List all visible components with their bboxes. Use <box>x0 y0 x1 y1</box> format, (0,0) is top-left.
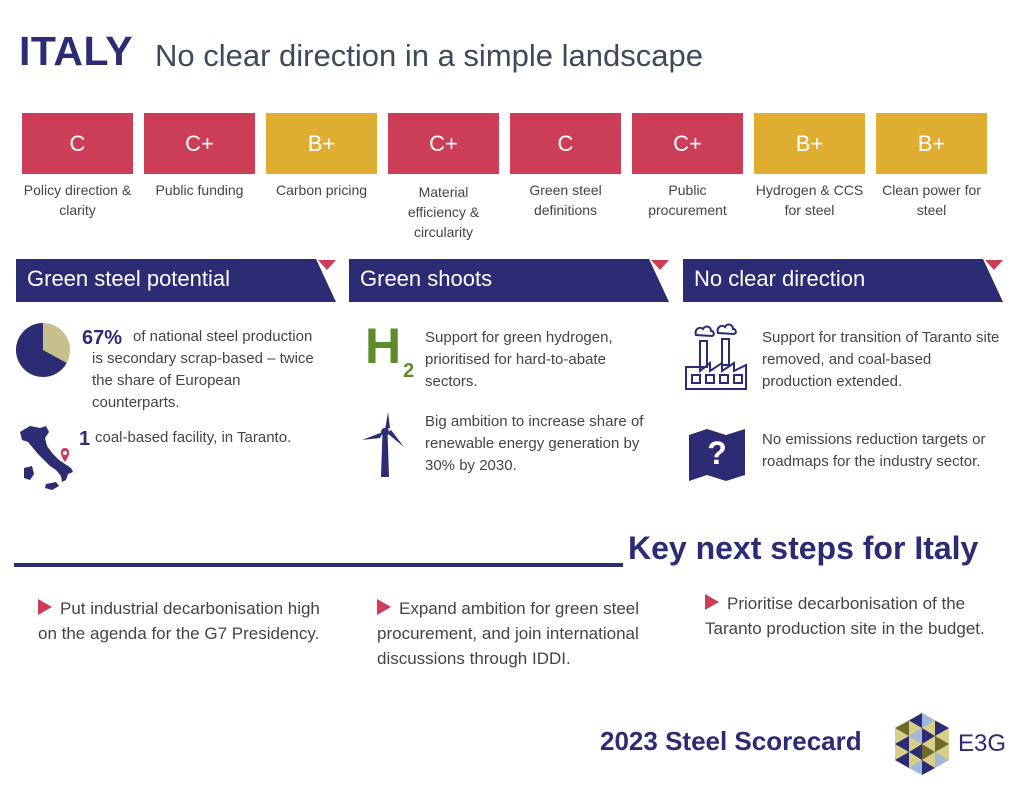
banner-no-clear-direction: No clear direction <box>683 259 1005 302</box>
pie-chart-icon <box>16 323 70 377</box>
no-targets-text: No emissions reduction targets or roadma… <box>762 431 986 470</box>
grade-badge: B+ <box>266 113 377 174</box>
next-step-text: Put industrial decarbonisation high on t… <box>38 599 320 643</box>
wind-turbine-icon <box>362 412 404 477</box>
bullet-triangle-icon <box>38 599 52 615</box>
footer-title: 2023 Steel Scorecard <box>600 726 862 756</box>
country-title: ITALY <box>19 28 134 74</box>
banner-title: Green steel potential <box>27 266 231 291</box>
banner-green-shoots: Green shoots <box>349 259 671 302</box>
grade-carbon-pricing: B+ Carbon pricing <box>266 113 377 200</box>
banner-shape <box>683 259 1003 302</box>
next-step-item: Expand ambition for green steel procurem… <box>377 596 642 671</box>
grade-label: Clean power for steel <box>882 182 981 218</box>
pie-share-slice <box>16 323 67 377</box>
banner-title: No clear direction <box>694 266 866 291</box>
grade-badge: B+ <box>876 113 987 174</box>
grade-label: Hydrogen & CCS for steel <box>755 182 864 218</box>
green-hydrogen-text: Support for green hydrogen, prioritised … <box>425 329 613 390</box>
grade-public-funding: C+ Public funding <box>144 113 255 200</box>
grade-badge: B+ <box>754 113 865 174</box>
grade-label: Material efficiency & circularity <box>407 184 480 240</box>
e3g-logo-icon <box>895 713 949 775</box>
grade-badge: C+ <box>388 113 499 174</box>
page-subtitle: No clear direction in a simple landscape <box>155 38 703 73</box>
bullet-triangle-icon <box>705 594 719 610</box>
grade-green-steel-definitions: C Green steel definitions <box>510 113 621 220</box>
italy-map-icon <box>20 426 73 490</box>
coal-facility-text: coal-based facility, in Taranto. <box>95 429 292 446</box>
banner-title: Green shoots <box>360 266 493 291</box>
banner-shape <box>16 259 336 302</box>
grade-label: Public procurement <box>648 182 727 218</box>
grade-badge: C <box>22 113 133 174</box>
grade-hydrogen-ccs: B+ Hydrogen & CCS for steel <box>754 113 865 220</box>
scrap-share-value: 67% <box>82 327 123 349</box>
banner-green-steel-potential: Green steel potential <box>16 259 338 302</box>
bullet-triangle-icon <box>377 599 391 615</box>
e3g-brand-text: E3G <box>958 730 1007 757</box>
grade-badge: C+ <box>144 113 255 174</box>
scrap-share-text: of national steel production is secondar… <box>92 328 314 411</box>
grade-badge: C+ <box>632 113 743 174</box>
next-step-item: Prioritise decarbonisation of the Tarant… <box>705 591 990 641</box>
factory-icon <box>685 323 747 390</box>
banner-shape <box>349 259 669 302</box>
question-map-shape <box>689 429 745 481</box>
grade-clean-power: B+ Clean power for steel <box>876 113 987 220</box>
hydrogen-subscript: 2 <box>403 360 415 382</box>
grade-public-procurement: C+ Public procurement <box>632 113 743 220</box>
grade-badge: C <box>510 113 621 174</box>
next-step-item: Put industrial decarbonisation high on t… <box>38 596 333 646</box>
grade-label: Green steel definitions <box>529 182 602 218</box>
section-divider <box>14 563 623 567</box>
taranto-support-text: Support for transition of Taranto site r… <box>762 329 1000 390</box>
grade-policy-direction: C Policy direction & clarity <box>22 113 133 220</box>
grade-material-efficiency: C+ Material efficiency & circularity <box>388 113 499 242</box>
renewables-ambition-text: Big ambition to increase share of renewa… <box>425 413 644 474</box>
question-mark: ? <box>707 435 727 471</box>
next-steps-title: Key next steps for Italy <box>628 530 979 566</box>
next-step-text: Prioritise decarbonisation of the Tarant… <box>705 594 985 638</box>
hydrogen-symbol: H <box>365 318 402 374</box>
grade-label: Carbon pricing <box>275 182 368 198</box>
grade-label: Policy direction & clarity <box>23 182 132 218</box>
grade-label: Public funding <box>155 182 244 198</box>
next-step-text: Expand ambition for green steel procurem… <box>377 599 640 668</box>
question-map-icon: ? <box>689 429 745 481</box>
coal-facility-count: 1 <box>79 428 91 450</box>
